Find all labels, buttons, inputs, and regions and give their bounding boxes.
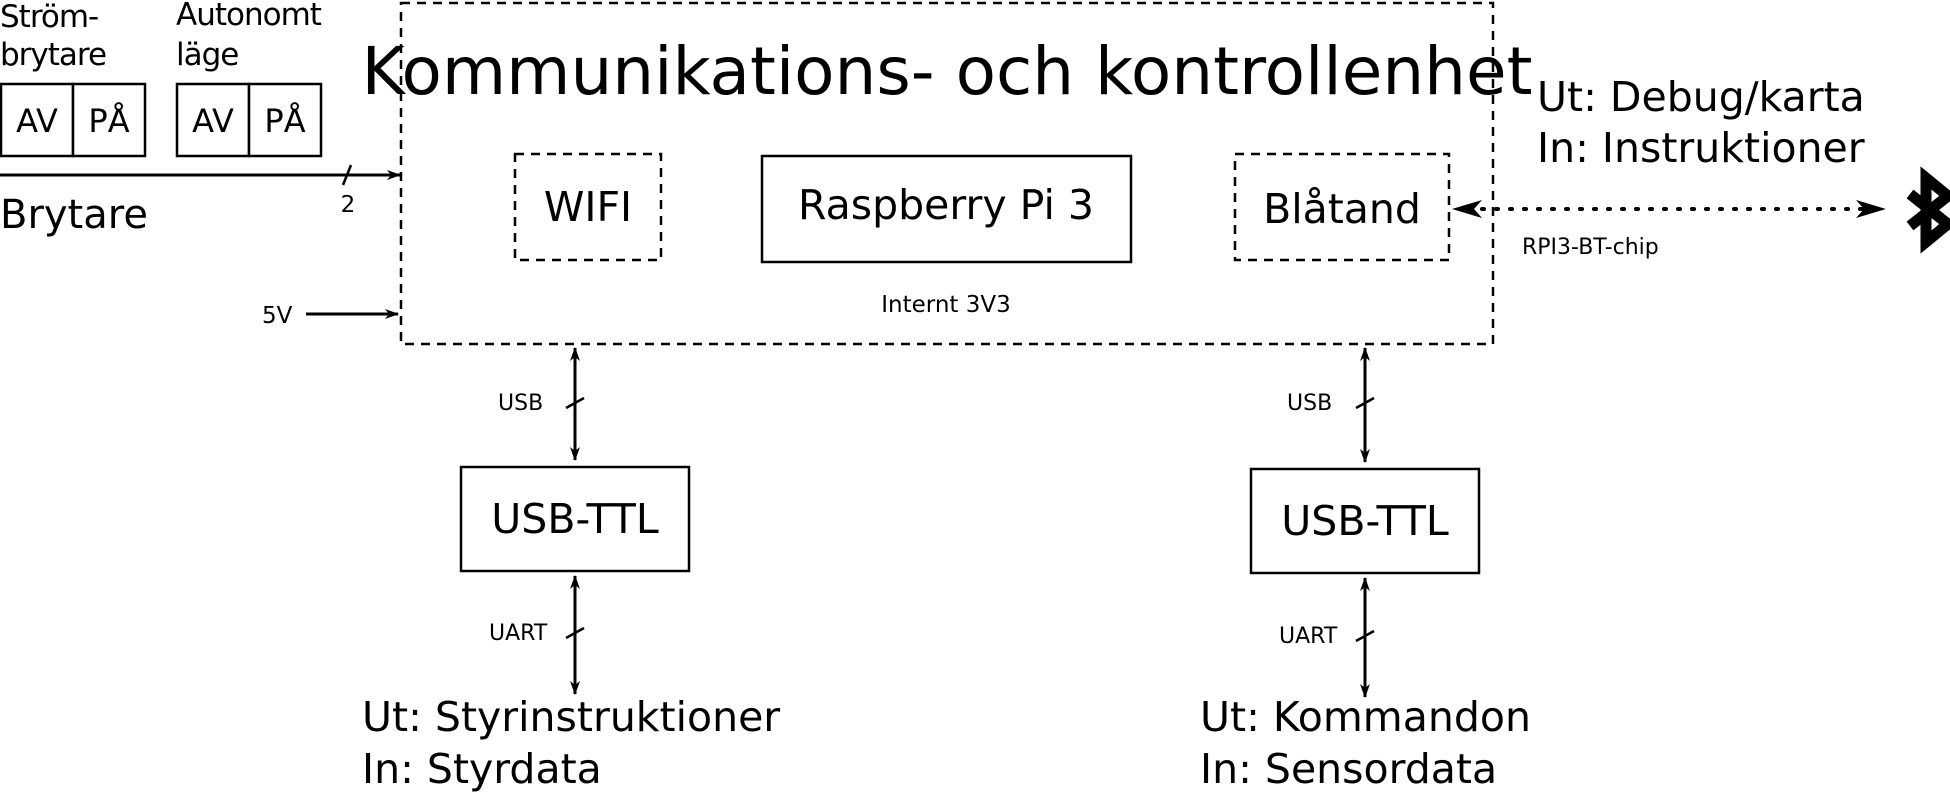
autonomous-switch-on-cell <box>247 82 323 158</box>
left-in-label: In: Styrdata <box>362 745 602 792</box>
switch-bus-label: Brytare <box>0 192 148 238</box>
bt-link-in-label: In: Instruktioner <box>1537 124 1865 172</box>
right-usb-ttl-block <box>1249 467 1481 575</box>
wifi-block <box>513 152 663 262</box>
right-in-label: In: Sensordata <box>1200 745 1497 792</box>
power-switch-group: Ström- brytare AV PÅ <box>0 0 147 158</box>
right-chain: USB USB-TTL UART Ut: Kommandon In: Senso… <box>1200 347 1531 792</box>
main-unit-title: Kommunikations- och kontrollenhet <box>362 33 1533 110</box>
power-switch-off-label: AV <box>16 102 58 140</box>
left-chain: USB USB-TTL UART Ut: Styrinstruktioner I… <box>362 347 780 792</box>
autonomous-switch-label-line2: läge <box>176 37 238 73</box>
right-usb-ttl-label: USB-TTL <box>1281 497 1449 545</box>
switch-bus-width: 2 <box>341 192 356 218</box>
bluetooth-icon <box>1906 166 1950 254</box>
bt-link-arrow-right <box>1856 200 1886 218</box>
power-switch-label-line1: Ström- <box>0 0 98 35</box>
left-usb-label: USB <box>498 391 543 416</box>
autonomous-switch-on-label: PÅ <box>264 102 305 140</box>
autonomous-switch-group: Autonomt läge AV PÅ <box>175 0 323 158</box>
left-usb-ttl-label: USB-TTL <box>491 495 659 543</box>
right-usb-label: USB <box>1287 391 1332 416</box>
bluetooth-label: Blåtand <box>1263 185 1421 233</box>
bluetooth-link: Ut: Debug/karta In: Instruktioner RPI3-B… <box>1452 73 1950 260</box>
left-usb-slash <box>565 396 585 410</box>
left-out-label: Ut: Styrinstruktioner <box>362 693 780 741</box>
left-usb-ttl-block <box>459 465 691 573</box>
bt-chip-label: RPI3-BT-chip <box>1522 235 1659 260</box>
right-uart-label: UART <box>1279 624 1338 649</box>
raspberry-pi-label: Raspberry Pi 3 <box>798 181 1094 229</box>
power-switch-label-line2: brytare <box>0 37 106 73</box>
main-unit: Kommunikations- och kontrollenhet WIFI R… <box>362 1 1533 346</box>
power-switch-on-label: PÅ <box>88 102 129 140</box>
main-unit-border <box>399 1 1495 346</box>
switch-bus-slash <box>341 164 353 186</box>
switch-bus: 2 Brytare <box>0 164 401 238</box>
wifi-label: WIFI <box>544 183 632 231</box>
autonomous-switch-off-label: AV <box>192 102 234 140</box>
internal-voltage-label: Internt 3V3 <box>881 292 1011 318</box>
bt-link-out-label: Ut: Debug/karta <box>1537 73 1865 121</box>
power-switch-off-cell <box>0 82 75 158</box>
bt-link-arrow-left <box>1452 200 1482 218</box>
autonomous-switch-label-line1: Autonomt <box>176 0 322 33</box>
raspberry-pi-block <box>760 154 1133 264</box>
power-switch-on-cell <box>71 82 147 158</box>
right-uart-slash <box>1355 629 1375 643</box>
autonomous-switch-off-cell <box>175 82 251 158</box>
left-uart-slash <box>565 626 585 640</box>
right-usb-slash <box>1355 396 1375 410</box>
right-out-label: Ut: Kommandon <box>1200 693 1531 741</box>
power-input: 5V <box>262 303 399 329</box>
power-input-label: 5V <box>262 303 293 329</box>
left-uart-label: UART <box>489 621 548 646</box>
